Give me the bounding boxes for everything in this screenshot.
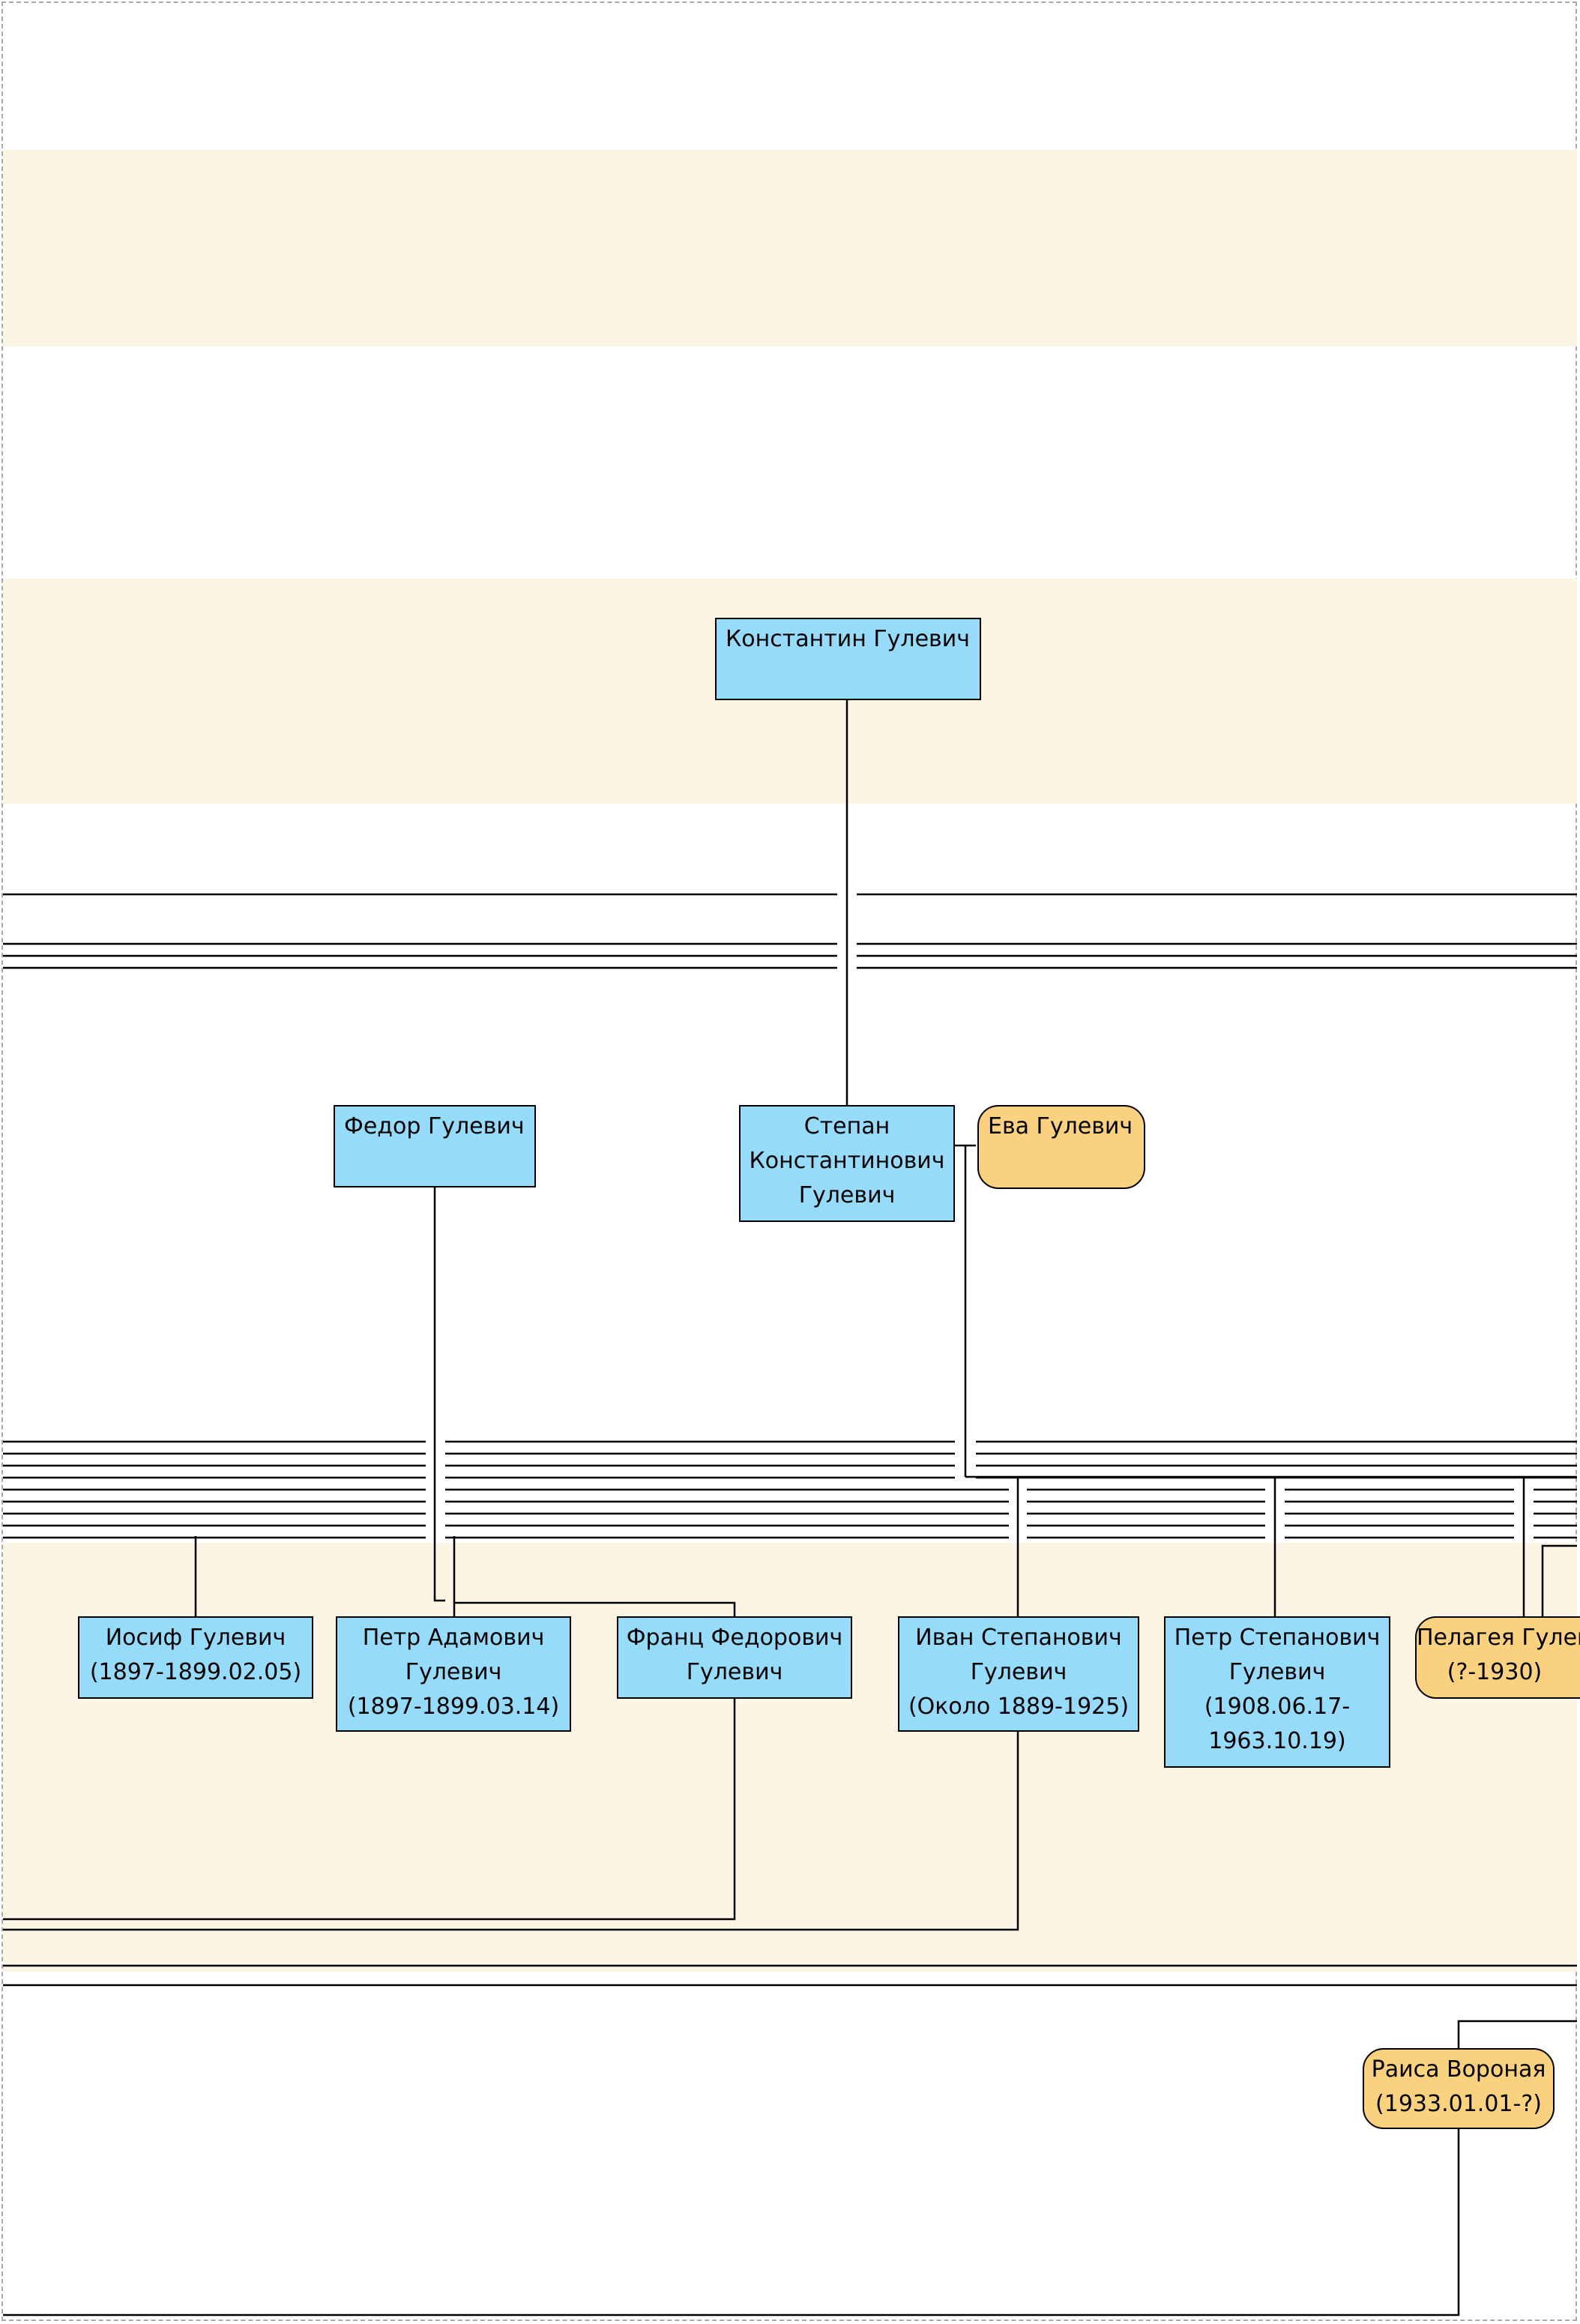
person-dates: (1933.01.01-?) bbox=[1375, 2091, 1542, 2117]
person-name: Константин Гулевич bbox=[726, 626, 970, 652]
person-name: Гулевич bbox=[405, 1659, 502, 1685]
person-box-pelageya[interactable]: Пелагея Гулевич (?-1930) bbox=[1415, 1616, 1580, 1699]
person-dates: 1963.10.19) bbox=[1208, 1728, 1346, 1754]
person-box-raisa[interactable]: Раиса Вороная (1933.01.01-?) bbox=[1363, 2048, 1555, 2129]
person-name: Раиса Вороная bbox=[1371, 2056, 1546, 2083]
person-box-konstantin[interactable]: Константин Гулевич bbox=[715, 618, 981, 700]
descendant-line bbox=[3, 2129, 1460, 2317]
person-name: Пелагея Гулевич bbox=[1417, 1625, 1580, 1651]
person-name: Гулевич bbox=[970, 1659, 1067, 1685]
person-name: Степан bbox=[803, 1113, 890, 1140]
person-box-franc[interactable]: Франц Федорович Гулевич bbox=[617, 1616, 852, 1699]
person-name: Гулевич bbox=[686, 1659, 783, 1685]
person-box-eva[interactable]: Ева Гулевич bbox=[977, 1105, 1145, 1189]
parent-child-line bbox=[433, 1187, 445, 1602]
person-box-petr-adamovich[interactable]: Петр Адамович Гулевич (1897-1899.03.14) bbox=[336, 1616, 571, 1732]
generation-band bbox=[3, 150, 1577, 346]
person-box-petr-stepanovich[interactable]: Петр Степанович Гулевич (1908.06.17- 196… bbox=[1164, 1616, 1390, 1768]
person-name: Гулевич bbox=[1228, 1659, 1326, 1685]
person-name: Константинович bbox=[749, 1148, 945, 1174]
person-dates: (1897-1899.02.05) bbox=[89, 1659, 302, 1685]
person-name: Ева Гулевич bbox=[988, 1113, 1133, 1140]
person-box-iosif[interactable]: Иосиф Гулевич (1897-1899.02.05) bbox=[78, 1616, 313, 1699]
person-name: Иван Степанович bbox=[915, 1625, 1122, 1651]
person-name: Франц Федорович bbox=[626, 1625, 843, 1651]
person-box-ivan[interactable]: Иван Степанович Гулевич (Около 1889-1925… bbox=[898, 1616, 1139, 1732]
person-dates: (Около 1889-1925) bbox=[908, 1694, 1130, 1720]
person-dates: (1908.06.17- bbox=[1204, 1694, 1351, 1720]
descendant-line bbox=[3, 1699, 736, 1921]
person-name: Петр Степанович bbox=[1174, 1625, 1381, 1651]
person-dates: (?-1930) bbox=[1447, 1659, 1543, 1685]
spouse-line bbox=[1457, 2020, 1577, 2048]
person-box-fedor[interactable]: Федор Гулевич bbox=[334, 1105, 536, 1187]
parent-child-line bbox=[453, 1536, 736, 1616]
person-box-stepan[interactable]: Степан Константинович Гулевич bbox=[739, 1105, 955, 1222]
person-name: Иосиф Гулевич bbox=[105, 1625, 286, 1651]
person-name: Гулевич bbox=[798, 1182, 896, 1208]
person-dates: (1897-1899.03.14) bbox=[347, 1694, 560, 1720]
person-name: Федор Гулевич bbox=[344, 1113, 525, 1140]
descendant-line bbox=[3, 1732, 1019, 1931]
person-name: Петр Адамович bbox=[362, 1625, 545, 1651]
parent-child-line bbox=[1541, 1544, 1577, 1616]
